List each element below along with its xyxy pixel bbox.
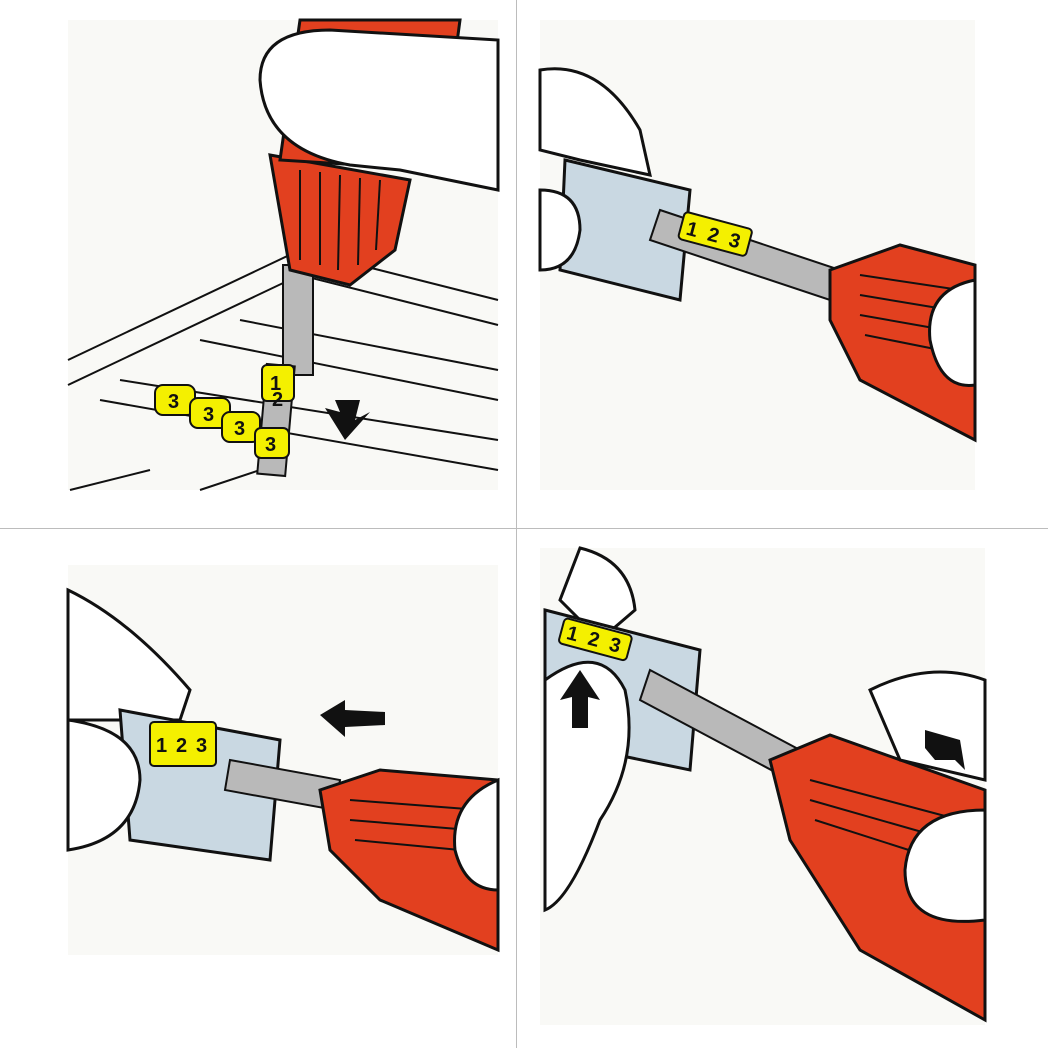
tool-markers: 1 2 — [261, 364, 295, 411]
thumb — [543, 660, 631, 913]
left-arrow-icon — [320, 700, 385, 737]
hand — [453, 777, 500, 892]
step-1-panel: 3 3 3 3 1 2 — [0, 0, 516, 528]
marker-label: 1 — [564, 622, 580, 646]
hand — [66, 587, 192, 722]
hand — [928, 278, 977, 387]
hand — [258, 28, 500, 192]
tool-shaft — [282, 264, 314, 376]
marker-label: 3 — [726, 229, 742, 253]
down-arrow-icon — [325, 400, 370, 440]
marker-label: 3 — [168, 391, 179, 413]
right-arrow-icon — [925, 730, 965, 770]
tool-markers: 1 2 3 — [558, 617, 633, 662]
applicator-tool — [768, 733, 987, 1023]
marker-label: 1 — [156, 735, 167, 757]
marker-label: 3 — [607, 634, 623, 658]
hand — [903, 808, 987, 923]
marker-label: 1 — [684, 218, 700, 242]
tool-markers: 1 2 3 — [677, 211, 753, 257]
marker-label: 2 — [705, 224, 721, 248]
step-3-panel: 1 2 3 — [0, 528, 516, 1048]
horizontal-divider — [0, 528, 1048, 529]
applicator-tool — [318, 768, 500, 953]
marker-label: 2 — [272, 389, 283, 411]
marker-label: 3 — [265, 434, 276, 456]
up-arrow-icon — [560, 670, 600, 728]
hand — [558, 546, 637, 643]
marker-label: 3 — [234, 418, 245, 440]
marker-label: 2 — [176, 735, 187, 757]
tool-markers: 1 2 3 — [149, 721, 217, 767]
vertical-divider — [516, 0, 517, 1048]
marker-label: 3 — [203, 404, 214, 426]
marker-label: 2 — [585, 628, 601, 652]
marker-label: 1 — [270, 373, 281, 395]
step-2-panel: 1 2 3 — [516, 0, 1048, 528]
step-4-panel: 1 2 3 — [516, 528, 1048, 1048]
marker-label: 3 — [196, 735, 207, 757]
tray-markers: 3 3 3 3 — [154, 384, 290, 459]
hand — [538, 67, 652, 177]
